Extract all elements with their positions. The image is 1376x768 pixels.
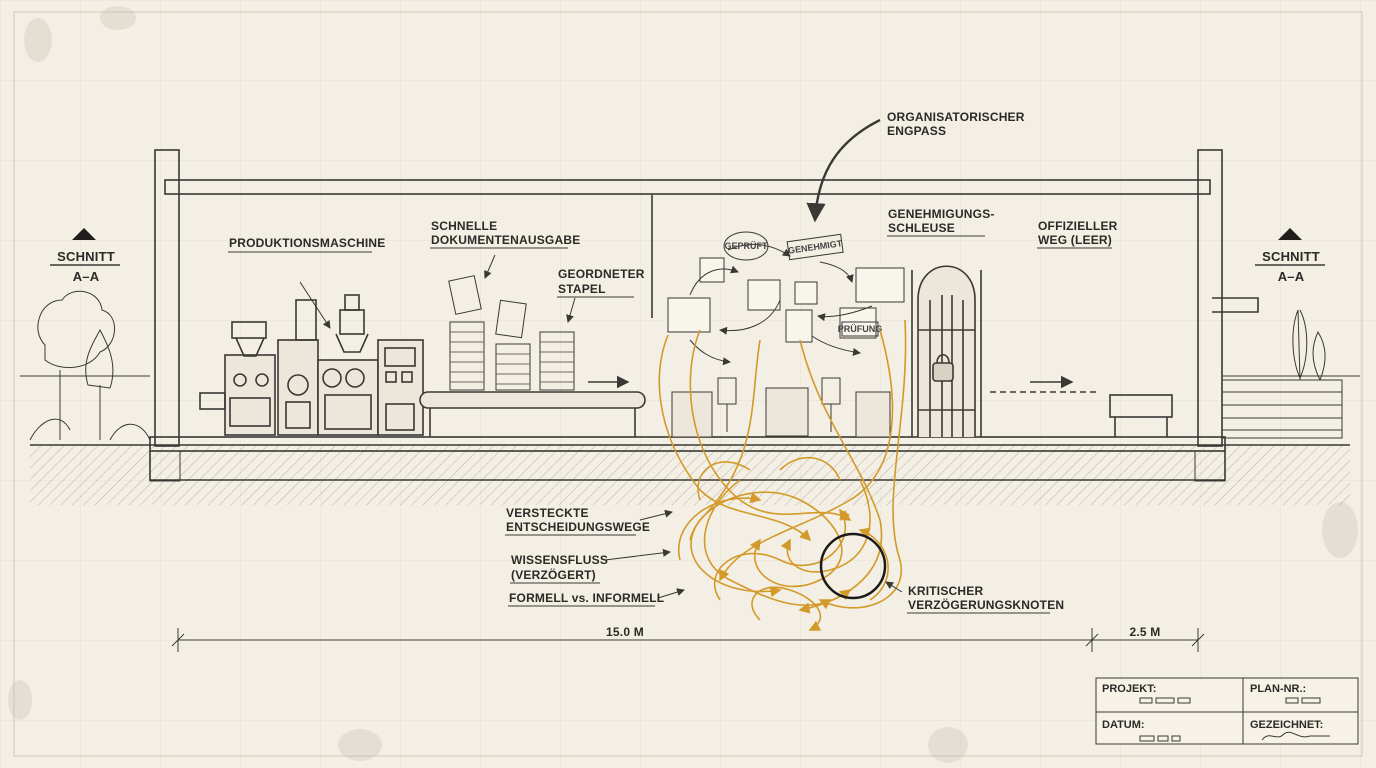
title-datum: DATUM:	[1102, 719, 1145, 731]
label-stack-2: STAPEL	[558, 282, 606, 296]
label-knowledge-2: (VERZÖGERT)	[511, 567, 596, 582]
section-right-sub: A–A	[1278, 269, 1305, 284]
left-trees	[20, 290, 151, 441]
section-right-title: SCHNITT	[1262, 249, 1320, 264]
label-critical-2: VERZÖGERUNGSKNOTEN	[908, 597, 1064, 612]
label-official-2: WEG (LEER)	[1038, 233, 1112, 247]
label-output-2: DOKUMENTENAUSGABE	[431, 233, 580, 247]
document-stacks	[449, 321, 575, 391]
label-underlines	[228, 235, 1112, 614]
section-marker-right	[1255, 228, 1325, 266]
dimension-lines	[171, 628, 1205, 652]
label-gate-2: SCHLEUSE	[888, 221, 955, 235]
title-projekt: PROJEKT:	[1102, 683, 1156, 695]
production-machine	[199, 294, 424, 436]
flying-documents	[448, 275, 527, 339]
title-gezeichnet: GEZEICHNET:	[1250, 719, 1323, 731]
labels: SCHNITT A–A SCHNITT A–A PRODUKTIONSMASCH…	[57, 110, 1323, 731]
title-block	[1095, 677, 1359, 745]
dimension-side: 2.5 M	[1129, 625, 1160, 639]
svg-text:PRÜFUNG: PRÜFUNG	[838, 324, 883, 334]
label-hidden-2: ENTSCHEIDUNGSWEGE	[506, 520, 650, 534]
sheet-border	[13, 11, 1363, 757]
label-stack-1: GEORDNETER	[558, 267, 645, 281]
label-bottleneck-1: ORGANISATORISCHER	[887, 110, 1025, 124]
svg-text:GEPRÜFT: GEPRÜFT	[724, 241, 768, 251]
label-gate-1: GENEHMIGUNGS-	[888, 207, 995, 221]
label-machine: PRODUKTIONSMASCHINE	[229, 236, 385, 250]
stamp-geprueft: GEPRÜFT	[723, 231, 769, 261]
bottleneck-arrow	[806, 118, 881, 223]
conveyor-belt	[419, 391, 646, 437]
hidden-flows	[658, 319, 907, 631]
label-hidden-1: VERSTECKTE	[506, 506, 589, 520]
critical-knot	[819, 532, 887, 600]
label-critical-1: KRITISCHER	[908, 584, 983, 598]
label-bottleneck-2: ENGPASS	[887, 124, 946, 138]
section-left-title: SCHNITT	[57, 249, 115, 264]
official-path	[990, 375, 1173, 437]
right-landscape	[1221, 309, 1360, 439]
stamp-pruefung: PRÜFUNG	[838, 321, 883, 337]
smudges	[8, 6, 1358, 763]
bureaucracy-zone	[667, 243, 905, 438]
section-left-sub: A–A	[73, 269, 100, 284]
ground	[30, 444, 1350, 505]
label-formal: FORMELL vs. INFORMELL	[509, 591, 664, 605]
leader-lines	[299, 254, 903, 599]
dimension-main: 15.0 M	[606, 625, 644, 639]
building-section	[149, 149, 1259, 482]
approval-gate	[911, 265, 982, 437]
title-plan-nr: PLAN-NR.:	[1250, 683, 1306, 695]
label-output-1: SCHNELLE	[431, 219, 497, 233]
section-marker-left	[50, 228, 120, 266]
label-official-1: OFFIZIELLER	[1038, 219, 1118, 233]
label-knowledge-1: WISSENSFLUSS	[511, 553, 608, 567]
